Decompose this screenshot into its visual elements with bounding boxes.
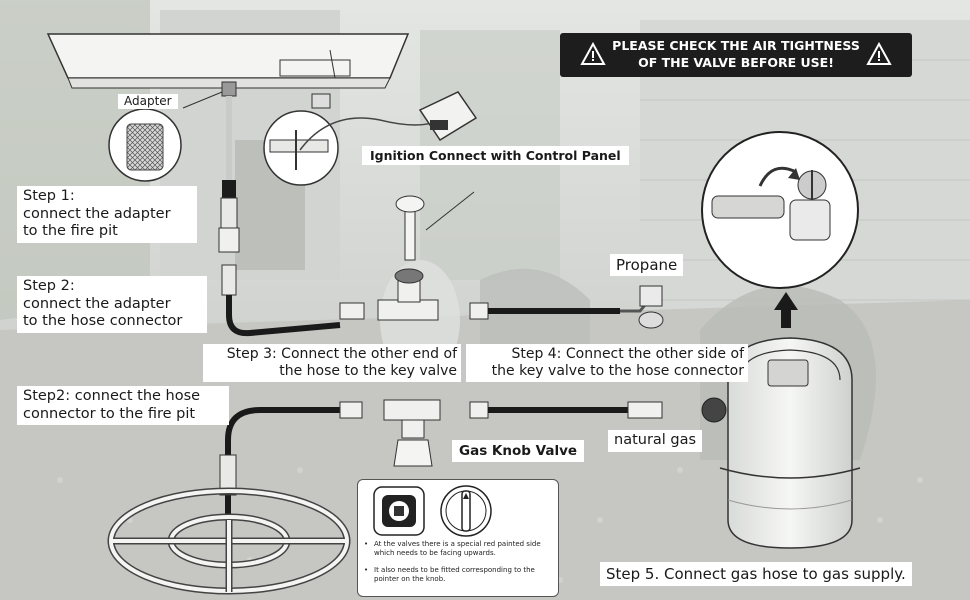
bullet-icon: • <box>364 566 369 574</box>
natural-gas-hose-assembly <box>219 399 663 520</box>
ignition-label: Ignition Connect with Control Panel <box>362 146 629 166</box>
arrow-up-icon <box>774 292 798 328</box>
propane-label: Propane <box>610 254 684 277</box>
warning-triangle-icon <box>866 42 892 65</box>
burner-ring <box>107 487 351 595</box>
warning-line-2: OF THE VALVE BEFORE USE! <box>638 55 834 70</box>
bullet-icon: • <box>364 540 369 548</box>
warning-banner: PLEASE CHECK THE AIR TIGHTNESS OF THE VA… <box>560 33 912 77</box>
step2-hose-label: Step2: connect the hose connector to the… <box>17 386 229 426</box>
adapter-callout <box>108 91 223 182</box>
ignition-callout <box>263 91 478 186</box>
step4-label: Step 4: Connect the other side of the ke… <box>466 344 748 383</box>
warning-line-1: PLEASE CHECK THE AIR TIGHTNESS <box>612 38 860 53</box>
step5-label: Step 5. Connect gas hose to gas supply. <box>600 562 912 587</box>
fire-pit-pan <box>46 33 410 97</box>
step2-label: Step 2: connect the adapter to the hose … <box>17 276 207 334</box>
vertical-connector-pipe <box>218 96 240 296</box>
tank-valve-callout <box>701 131 859 289</box>
warning-triangle-icon <box>580 42 606 65</box>
note-bullet-2: It also needs to be fitted corresponding… <box>374 566 535 583</box>
propane-tank <box>701 337 861 549</box>
knob-pointer-icon <box>440 485 492 537</box>
propane-hose-assembly <box>226 191 664 337</box>
adapter-label: Adapter <box>118 94 178 109</box>
step3-label: Step 3: Connect the other end of the hos… <box>203 344 461 383</box>
natural-gas-label: natural gas <box>608 430 703 452</box>
note-bullet-1: At the valves there is a special red pai… <box>374 540 541 557</box>
valve-note-box: • At the valves there is a special red p… <box>357 479 559 597</box>
step1-label: Step 1: connect the adapter to the fire … <box>17 186 197 244</box>
gas-knob-valve-label: Gas Knob Valve <box>452 440 585 463</box>
valve-red-side-icon <box>373 486 425 536</box>
